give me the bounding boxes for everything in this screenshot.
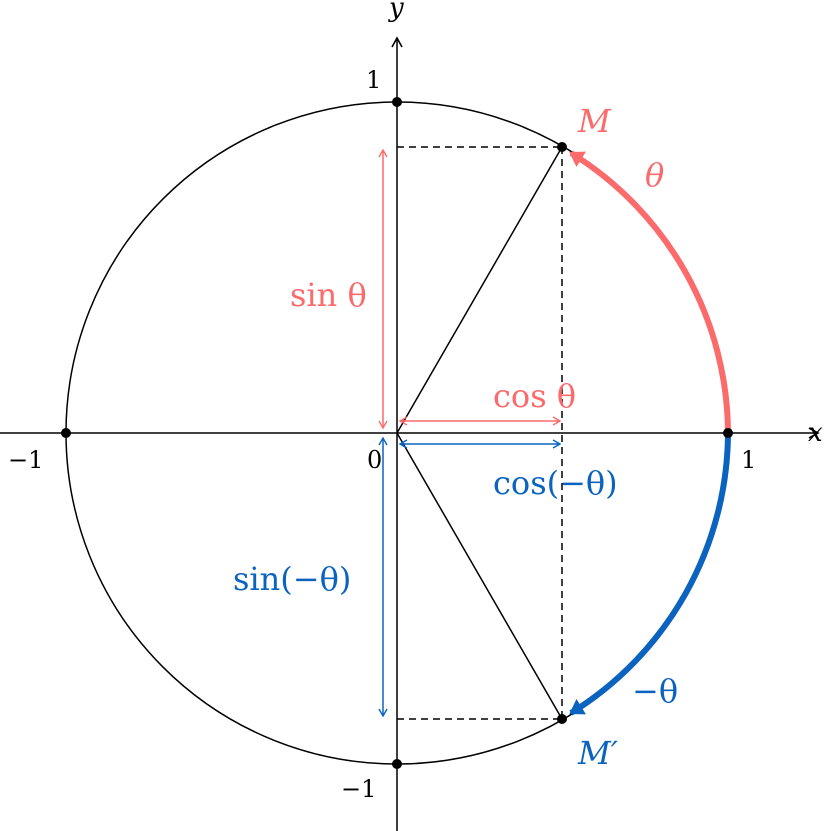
theta-arc (569, 150, 731, 434)
point-y-pos-1 (392, 97, 402, 107)
tick-x-pos-1: 1 (741, 446, 756, 474)
point-x-neg-1 (61, 428, 71, 438)
radius-to-M (396, 146, 563, 434)
label-cos-theta: cos θ (493, 377, 576, 415)
point-x-pos-1 (723, 428, 733, 438)
label-M: M (577, 102, 612, 140)
label-theta: θ (645, 156, 664, 194)
y-axis-label: y (388, 0, 404, 23)
point-M-prime (557, 714, 567, 724)
tick-y-neg-1: −1 (341, 775, 376, 803)
label-M-prime: M′ (577, 734, 619, 772)
tick-x-neg-1: −1 (8, 446, 43, 474)
x-axis-label: x (808, 418, 823, 448)
label-sin-theta: sin θ (290, 276, 367, 314)
tick-y-pos-1: 1 (366, 66, 381, 94)
origin-label: 0 (367, 446, 382, 474)
point-y-neg-1 (392, 759, 402, 769)
radius-to-M-prime (396, 432, 563, 720)
label-neg-theta: −θ (632, 672, 678, 710)
neg-theta-arc (569, 432, 731, 716)
label-sin-neg-theta: sin(−θ) (233, 560, 351, 598)
label-cos-neg-theta: cos(−θ) (493, 464, 618, 502)
point-M (557, 142, 567, 152)
